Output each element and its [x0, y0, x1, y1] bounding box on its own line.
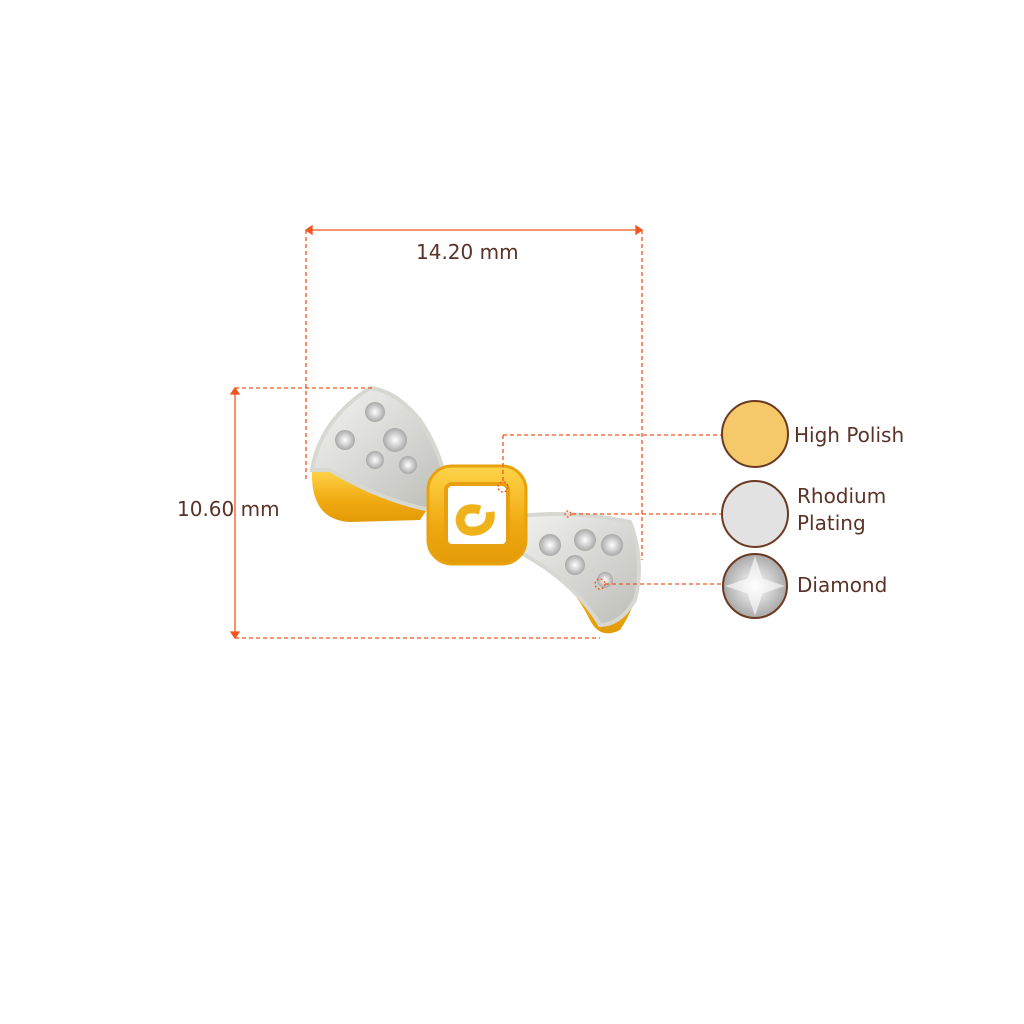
dimension-guides	[229, 224, 722, 640]
height-dimension-label: 10.60 mm	[177, 497, 280, 521]
diamond-stones	[335, 402, 623, 588]
legend-label-rhodium-line1: Rhodium	[797, 484, 887, 508]
width-dimension-label: 14.20 mm	[416, 240, 519, 264]
diamond-swatch-icon	[722, 553, 788, 619]
rhodium-swatch-icon	[721, 480, 789, 548]
legend-label-rhodium-line2: Plating	[797, 511, 866, 535]
bow-ring-image	[309, 385, 641, 634]
legend-label-high-polish: High Polish	[794, 423, 905, 447]
gold-swatch-icon	[721, 400, 789, 468]
legend-label-diamond: Diamond	[797, 573, 888, 597]
